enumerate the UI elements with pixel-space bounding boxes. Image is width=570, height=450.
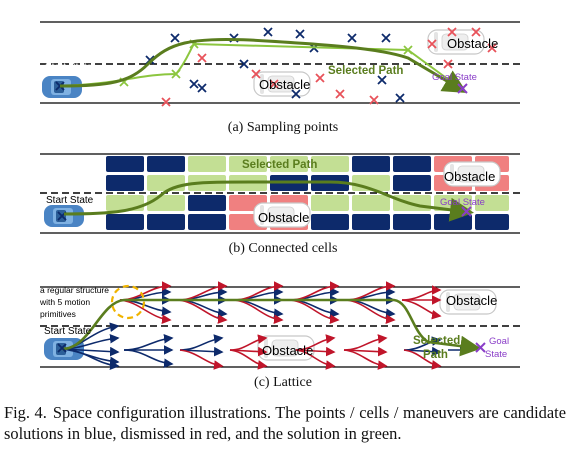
selected-path-arrow <box>59 38 468 94</box>
obstacle-label-top: Obstacle <box>447 36 498 51</box>
goal-state-label: Goal State <box>432 72 477 83</box>
selected-path-arrow <box>63 180 474 222</box>
selected-path-label: Selected Path <box>242 159 317 171</box>
panel-c: a regular structure with 5 motion primit… <box>39 281 520 390</box>
selected-path-arrow <box>61 298 482 357</box>
panel-b: Start State Selected Path Obstacle Obsta… <box>40 153 520 256</box>
lattice-annotation-line3: primitives <box>40 309 76 319</box>
lattice-annotation-line2: with 5 motion <box>39 297 90 307</box>
figure-caption: Fig. 4.Space configuration illustrations… <box>4 402 566 444</box>
obstacle-label-mid: Obstacle <box>258 210 309 225</box>
lattice-annotation-line1: a regular structure <box>40 285 109 295</box>
panel-c-caption: (c) Lattice <box>254 375 312 390</box>
obstacle-label-top: Obstacle <box>444 169 495 184</box>
figure-graphics: Start State Obstacle Obstacle Selected P… <box>39 21 520 390</box>
dismissed-markers <box>161 27 497 107</box>
panel-a-caption: (a) Sampling points <box>228 120 338 135</box>
figure-caption-text: Space configuration illustrations. The p… <box>4 403 566 443</box>
selected-path-label-line1: Selected <box>413 335 460 347</box>
figure-label: Fig. 4. <box>4 403 47 422</box>
goal-state-label-line1: Goal <box>489 336 509 347</box>
start-state-label: Start State <box>46 195 94 206</box>
selected-path-label: Selected Path <box>328 65 403 77</box>
goal-state-label-line2: State <box>485 349 507 360</box>
start-marker <box>57 343 67 353</box>
start-state-label: Start State <box>45 62 93 73</box>
goal-state-label: Goal State <box>440 197 485 208</box>
candidate-markers <box>55 27 405 103</box>
goal-marker <box>461 206 472 217</box>
ego-car-icon <box>44 205 84 227</box>
panel-b-caption: (b) Connected cells <box>229 241 338 256</box>
goal-marker <box>475 342 486 353</box>
primitive-highlight-circle <box>110 284 146 320</box>
obstacle-label-top: Obstacle <box>446 293 497 308</box>
goal-marker <box>457 83 468 94</box>
panel-a: Start State Obstacle Obstacle Selected P… <box>40 21 520 135</box>
start-state-label: Start State <box>44 326 92 337</box>
obstacle-label-mid: Obstacle <box>262 343 313 358</box>
selected-path-label-line2: Path <box>423 349 448 361</box>
obstacle-label-mid: Obstacle <box>259 77 310 92</box>
